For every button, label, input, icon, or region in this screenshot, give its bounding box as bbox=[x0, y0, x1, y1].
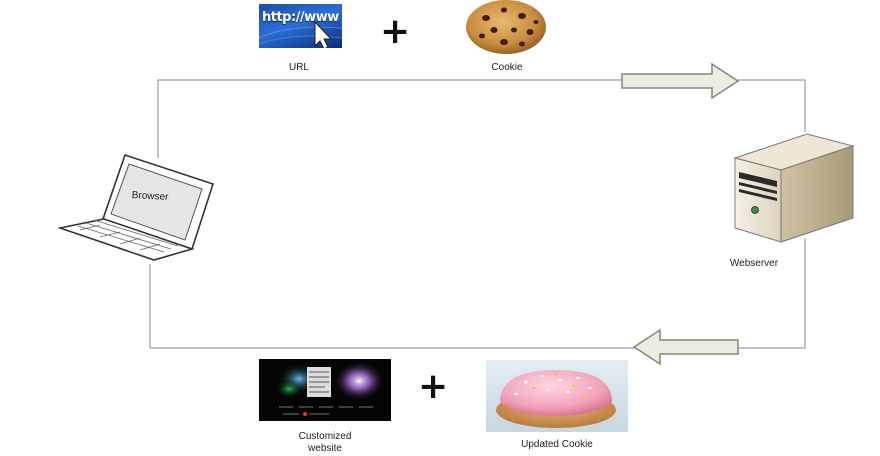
laptop-icon bbox=[58, 153, 215, 261]
updated-cookie-label: Updated Cookie bbox=[521, 439, 593, 450]
cookie-label: Cookie bbox=[491, 62, 523, 73]
request-line bbox=[157, 79, 806, 158]
url-image-text: http://www bbox=[262, 10, 339, 25]
webserver-label: Webserver bbox=[729, 258, 779, 269]
server-icon bbox=[733, 133, 855, 243]
plus-sign-top: + bbox=[380, 11, 411, 52]
url-image: http://www bbox=[259, 4, 342, 48]
response-line bbox=[149, 238, 806, 349]
updated-cookie-image bbox=[486, 360, 628, 432]
response-arrow bbox=[632, 328, 739, 366]
cookie-image bbox=[466, 0, 546, 54]
customized-website-label: Customized website bbox=[298, 431, 352, 454]
url-label: URL bbox=[288, 62, 309, 73]
customized-website-image bbox=[259, 359, 391, 421]
plus-sign-bottom: + bbox=[418, 366, 449, 407]
website-screenshot-art bbox=[275, 361, 385, 416]
cursor-icon bbox=[259, 20, 342, 48]
request-arrow bbox=[621, 62, 740, 100]
